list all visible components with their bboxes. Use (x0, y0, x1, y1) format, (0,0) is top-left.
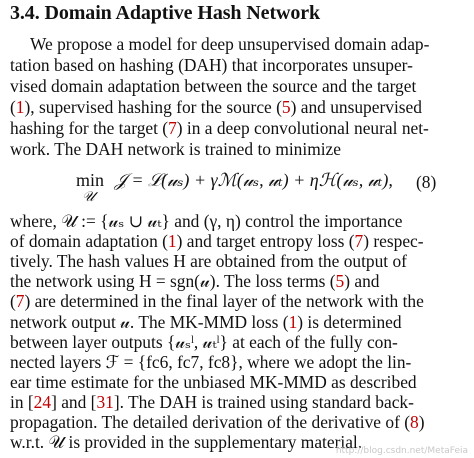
text-line: hashing for the target (7) in a deep con… (10, 118, 429, 138)
equation-min-subscript: 𝒰 (82, 190, 95, 205)
text-line: ear time estimate for the unbiased MK-MM… (10, 371, 417, 392)
equation-min: min (76, 170, 105, 190)
text-line: the network using H = sgn(𝓊). The loss t… (10, 271, 380, 292)
watermark: http://blog.csdn.net/MetaFeia (335, 446, 468, 456)
text-line: propagation. The detailed derivation of … (10, 412, 425, 432)
section-heading: 3.4. Domain Adaptive Hash Network (10, 2, 321, 24)
equation-ref-link[interactable]: 1 (167, 231, 177, 252)
text-line: in [24] and [31]. The DAH is trained usi… (10, 391, 414, 412)
equation-number: (8) (416, 172, 437, 192)
equation-ref-link[interactable]: 1 (288, 311, 298, 332)
text-line: tively. The hash values H are obtained f… (10, 251, 407, 272)
text-line: We propose a model for deep unsupervised… (30, 34, 430, 54)
equation-ref-link[interactable]: 7 (354, 231, 364, 252)
citation-link[interactable]: 24 (33, 391, 52, 412)
equation-body: min 𝒰 𝒥 = ℒ(𝓊ₛ) + γℳ(𝓊ₛ, 𝓊ₜ) + ηℋ(𝓊ₛ, 𝓊ₜ… (76, 170, 393, 205)
equation-ref-link[interactable]: 8 (410, 412, 419, 432)
text-line: where, 𝒰 := {𝓊ₛ ∪ 𝓊ₜ} and (γ, η) control… (10, 211, 403, 231)
equation-ref-link[interactable]: 7 (15, 291, 25, 312)
text-line: w.r.t. 𝒰 is provided in the supplementar… (10, 432, 363, 453)
text-line: tation based on hashing (DAH) that incor… (10, 55, 413, 75)
text-line: vised domain adaptation between the sour… (10, 76, 417, 96)
text-line: network output 𝓊. The MK-MMD loss (1) is… (10, 311, 402, 332)
text-line: work. The DAH network is trained to mini… (10, 139, 341, 159)
equation-ref-link[interactable]: 5 (281, 97, 291, 117)
text-line: nected layers ℱ = {fc6, fc7, fc8}, where… (10, 351, 412, 372)
text-line: (7) are determined in the final layer of… (10, 291, 424, 312)
text-line: of domain adaptation (1) and target entr… (10, 231, 424, 252)
equation-ref-link[interactable]: 5 (335, 271, 345, 292)
text-line: (1), supervised hashing for the source (… (10, 97, 422, 117)
text-line: between layer outputs {𝓊ₛˡ, 𝓊ₜˡ} at each… (10, 331, 398, 352)
equation-expression: 𝒥 = ℒ(𝓊ₛ) + γℳ(𝓊ₛ, 𝓊ₜ) + ηℋ(𝓊ₛ, 𝓊ₜ), (114, 170, 393, 190)
equation-ref-link[interactable]: 7 (168, 118, 177, 138)
equation-ref-link[interactable]: 1 (15, 97, 25, 117)
citation-link[interactable]: 31 (96, 391, 114, 412)
